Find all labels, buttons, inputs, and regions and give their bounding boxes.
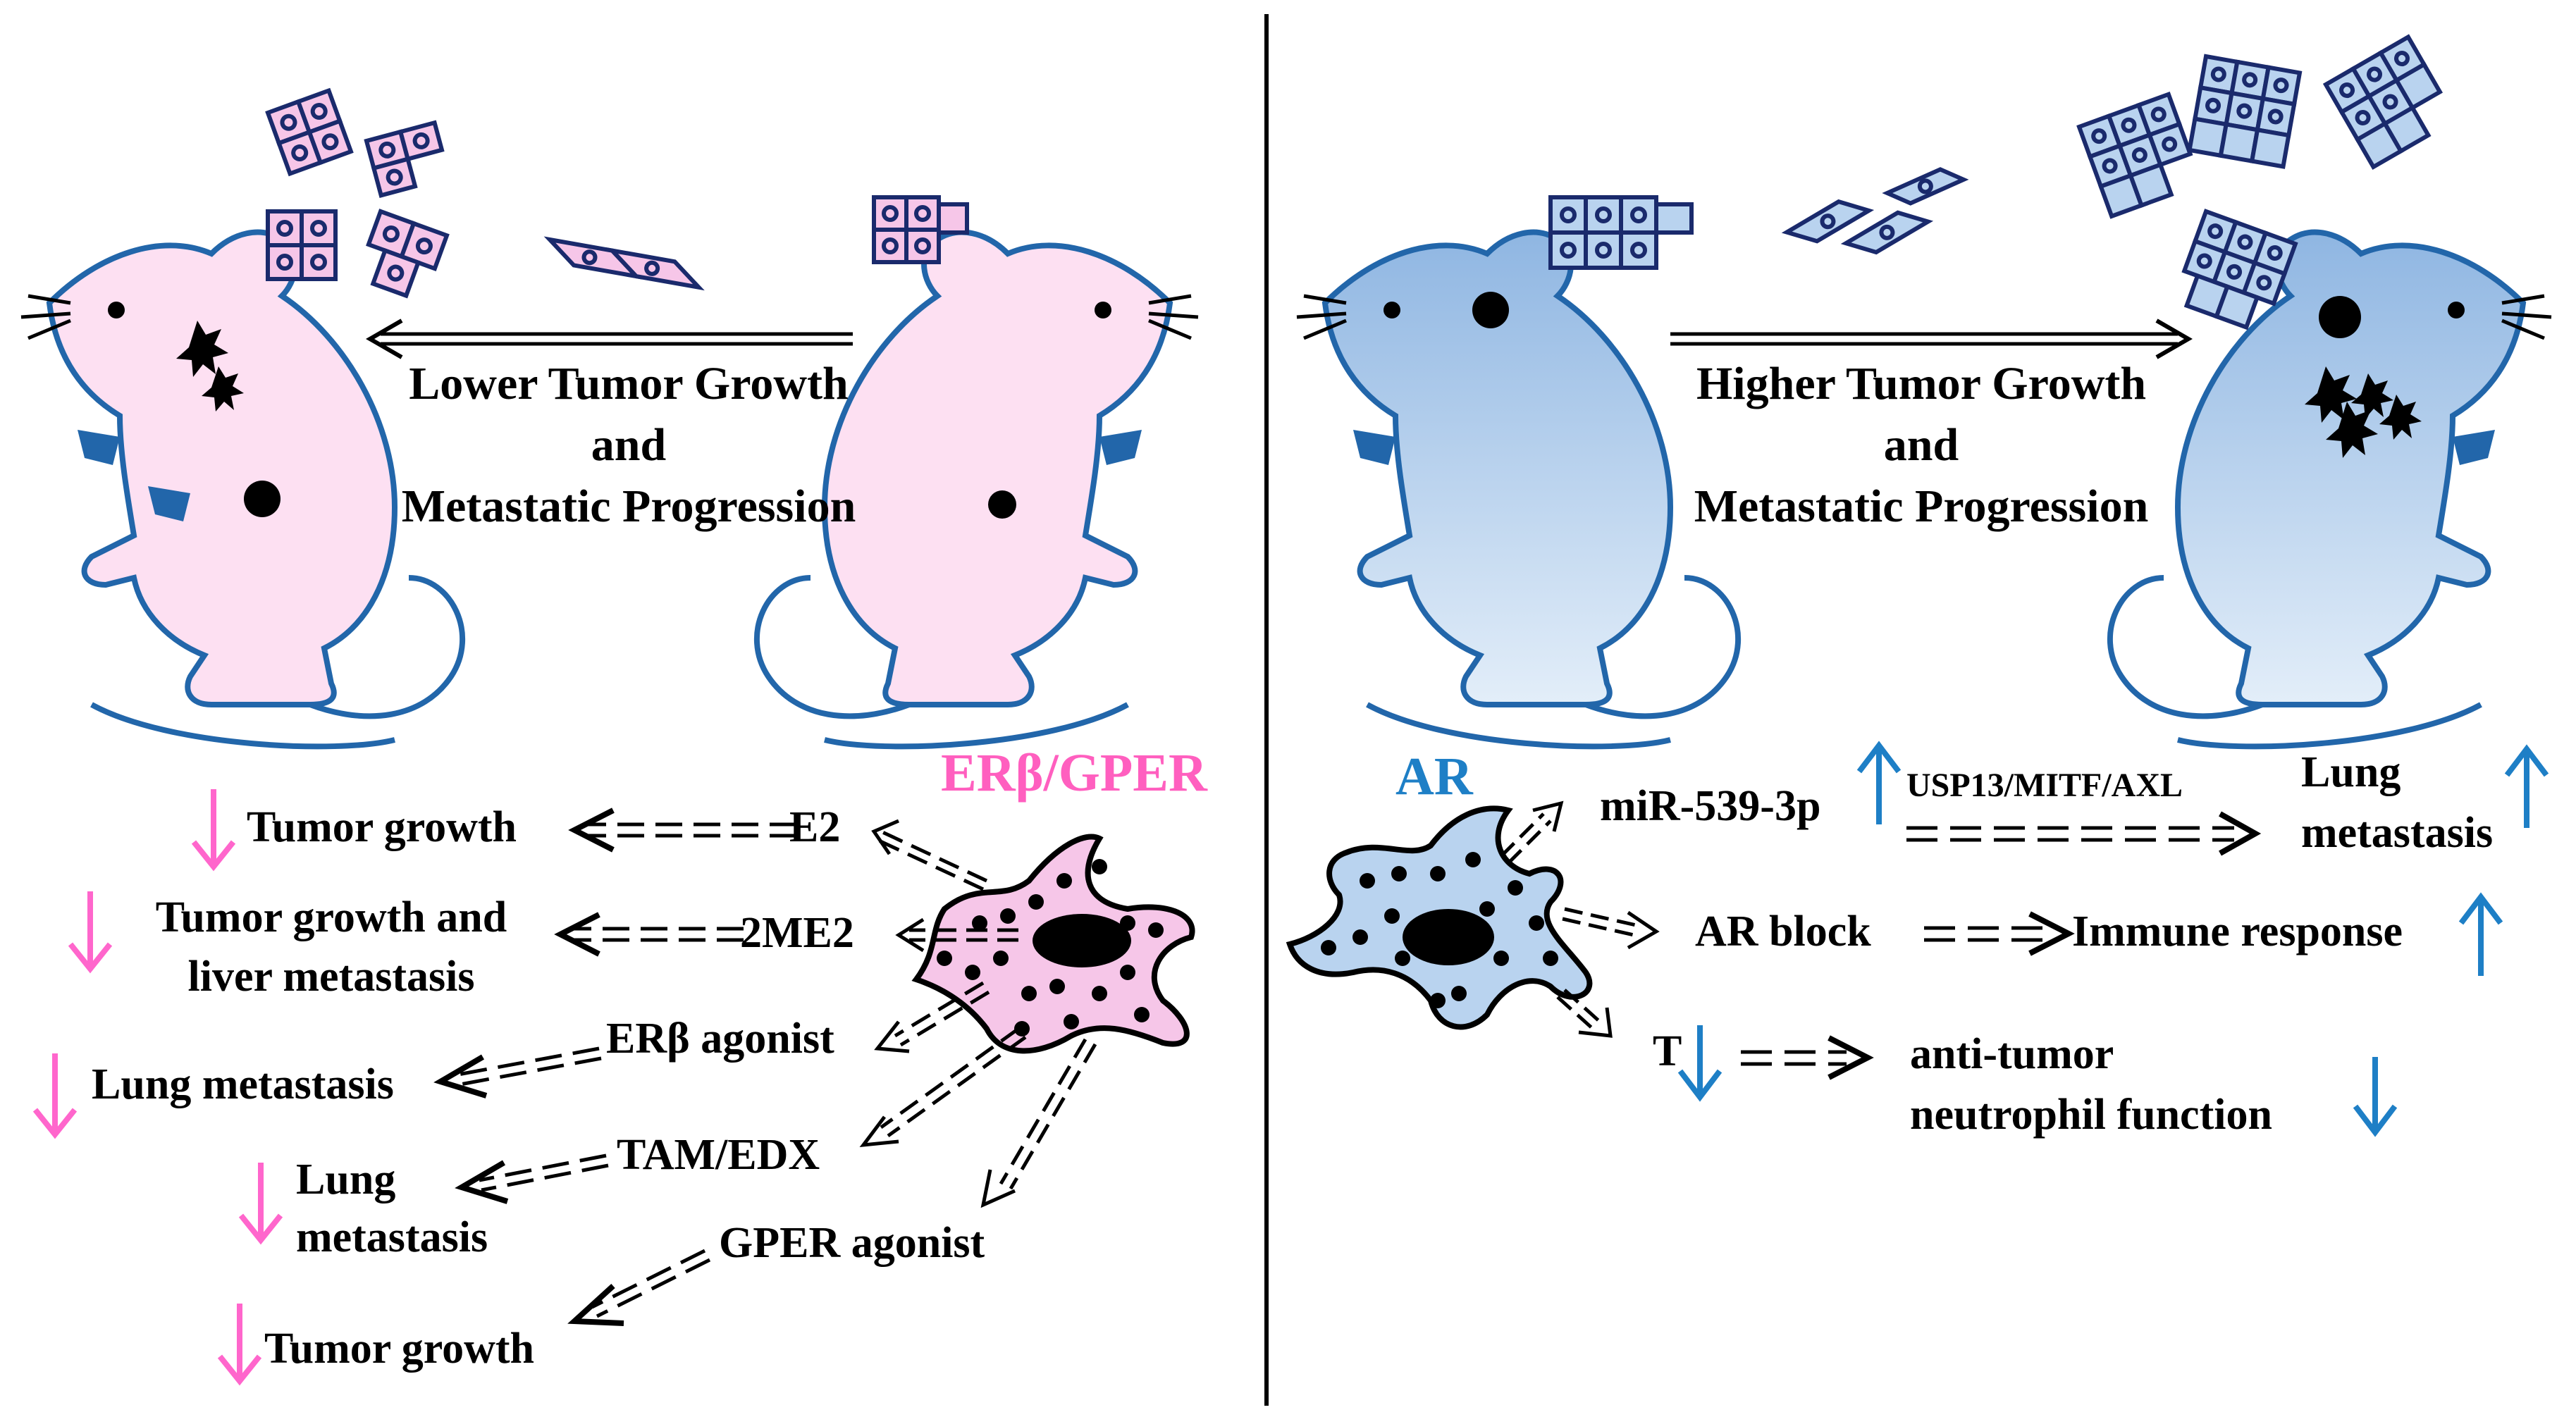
pink-cell-clusters (265, 87, 969, 299)
double-arrow-left (366, 318, 853, 359)
ar-cell (1286, 805, 1593, 1030)
blue-cell-clusters (1548, 34, 2443, 330)
double-arrow-right (1670, 318, 2193, 359)
mouse-female-with-metastasis (20, 229, 466, 750)
ar-dashed-arrows (1500, 800, 2262, 1080)
mouse-female-primary-tumor (753, 229, 1199, 750)
blue-regulation-arrows (1677, 741, 2549, 1137)
pink-down-arrows (32, 789, 283, 1386)
erb-dashed-arrows (433, 807, 1097, 1326)
mouse-male-primary-tumor (1296, 229, 1742, 750)
mouse-male-with-metastasis (2107, 229, 2552, 750)
erb-gper-cell (911, 834, 1195, 1054)
